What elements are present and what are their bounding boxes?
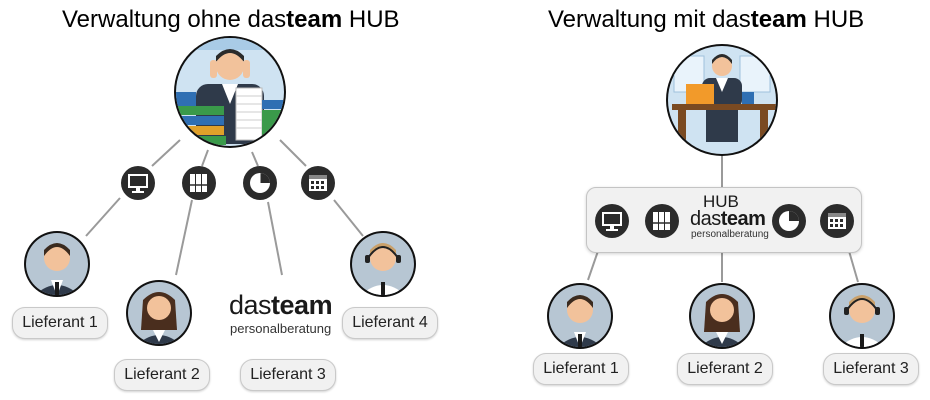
binders-icon bbox=[645, 204, 679, 238]
avatar-left-supplier-1 bbox=[24, 231, 90, 297]
right-title: Verwaltung mit dasteam HUB bbox=[548, 6, 864, 34]
line-monitor-supplier1 bbox=[85, 197, 121, 237]
line-manager-binders bbox=[201, 149, 209, 167]
left-supplier-4-label: Lieferant 4 bbox=[342, 307, 438, 339]
line-manager-pie bbox=[251, 151, 259, 167]
logo-team: team bbox=[271, 290, 333, 320]
hub-logo-subtitle: personalberatung bbox=[691, 229, 769, 240]
line-hub-supplier3 bbox=[848, 250, 859, 283]
dasteam-logo: dasteam bbox=[229, 290, 333, 321]
left-supplier-2-label: Lieferant 2 bbox=[114, 359, 210, 391]
hub-box bbox=[586, 187, 862, 253]
line-hub-supplier1 bbox=[587, 250, 599, 281]
line-calendar-supplier4 bbox=[333, 199, 364, 237]
hub-logo: dasteam bbox=[690, 208, 766, 231]
monitor-icon bbox=[595, 204, 629, 238]
avatar-left-supplier-2 bbox=[126, 280, 192, 346]
line-manager-calendar bbox=[279, 139, 307, 167]
dasteam-logo-subtitle: personalberatung bbox=[230, 321, 332, 336]
avatar-right-supplier-2 bbox=[689, 283, 755, 349]
avatar-right-supplier-3 bbox=[829, 283, 895, 349]
avatar-left-supplier-4 bbox=[350, 231, 416, 297]
hub-logo-das: das bbox=[690, 208, 721, 230]
line-pie-supplier3 bbox=[267, 201, 283, 276]
binders-icon bbox=[182, 166, 216, 200]
left-title-brand: team bbox=[286, 6, 343, 33]
pie-chart-icon bbox=[243, 166, 277, 200]
right-supplier-3-label: Lieferant 3 bbox=[823, 353, 919, 385]
monitor-icon bbox=[121, 166, 155, 200]
line-manager-monitor bbox=[151, 139, 181, 167]
line-binders-supplier2 bbox=[175, 199, 193, 276]
calendar-icon bbox=[301, 166, 335, 200]
right-title-brand: team bbox=[750, 6, 807, 33]
left-title: Verwaltung ohne dasteam HUB bbox=[62, 6, 400, 34]
right-title-suffix: HUB bbox=[806, 6, 865, 33]
right-supplier-2-label: Lieferant 2 bbox=[677, 353, 773, 385]
left-supplier-3-label: Lieferant 3 bbox=[240, 359, 336, 391]
left-supplier-1-label: Lieferant 1 bbox=[12, 307, 108, 339]
logo-das: das bbox=[229, 290, 272, 320]
left-title-prefix: Verwaltung ohne das bbox=[62, 6, 287, 33]
pie-chart-icon bbox=[772, 204, 806, 238]
calendar-icon bbox=[820, 204, 854, 238]
left-title-suffix: HUB bbox=[342, 6, 400, 33]
hub-logo-team: team bbox=[720, 208, 766, 230]
right-supplier-1-label: Lieferant 1 bbox=[533, 353, 629, 385]
avatar-right-supplier-1 bbox=[547, 283, 613, 349]
right-title-prefix: Verwaltung mit das bbox=[548, 6, 751, 33]
hub-title: HUB bbox=[703, 192, 739, 211]
